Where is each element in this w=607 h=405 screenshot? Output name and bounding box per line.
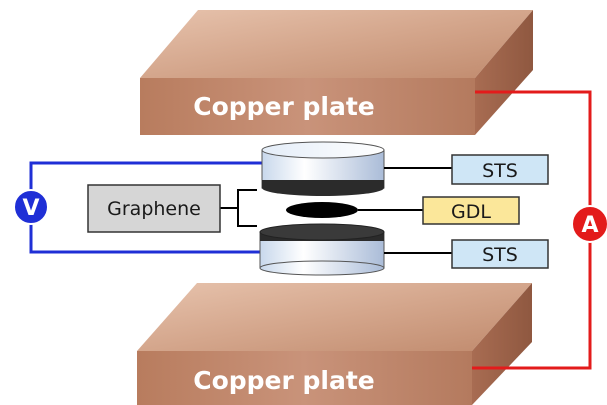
graphene-box: Graphene: [87, 184, 221, 233]
sts-bottom-box: STS: [451, 239, 549, 269]
top-plate-front-face: [140, 78, 475, 135]
gdl-label: GDL: [451, 201, 491, 223]
gdl-box: GDL: [422, 196, 520, 225]
top-plate-side-face: [475, 10, 533, 135]
voltmeter-label: V: [22, 196, 39, 221]
gdl-disk: [286, 202, 358, 218]
voltmeter-symbol: [13, 189, 49, 225]
ammeter-circuit: A: [472, 90, 607, 370]
sts-top-box: STS: [451, 154, 549, 185]
top-copper-plate: Copper plate: [140, 10, 533, 135]
ammeter-symbol: [571, 205, 607, 243]
ammeter-label: A: [581, 213, 598, 238]
bottom-plate-front-face: [137, 351, 472, 405]
sts-bottom-label: STS: [482, 244, 518, 266]
bottom-sts-electrode: [259, 223, 385, 276]
top-sts-electrode: [261, 141, 385, 196]
top-plate-label: Copper plate: [193, 92, 375, 121]
graphene-bracket: [220, 189, 257, 227]
bottom-plate-top-face: [137, 283, 532, 351]
bottom-plate-side-face: [472, 283, 532, 405]
graphene-label: Graphene: [107, 198, 201, 220]
bottom-copper-plate: Copper plate: [137, 283, 532, 405]
sts-top-label: STS: [482, 160, 518, 182]
top-plate-top-face: [140, 10, 533, 78]
voltmeter-circuit: V: [13, 161, 262, 254]
bottom-plate-label: Copper plate: [193, 366, 375, 395]
